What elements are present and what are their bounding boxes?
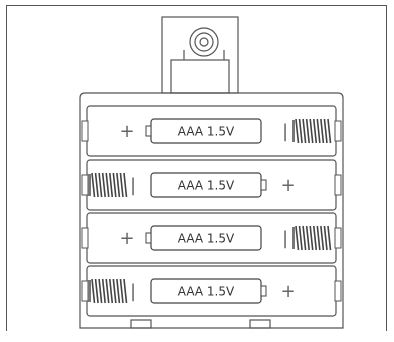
battery-slot: AAA 1.5V | +: [81, 265, 342, 317]
spring-coil: [91, 172, 128, 198]
battery-label: AAA 1.5V: [178, 232, 235, 246]
battery-label: AAA 1.5V: [178, 179, 235, 193]
slot-tab-left: [81, 174, 89, 196]
battery-slot: AAA 1.5V + |: [81, 212, 342, 264]
minus-bar: |: [282, 121, 288, 142]
spring-left: [88, 172, 128, 198]
plus-sign: +: [119, 228, 134, 249]
battery-slots: AAA 1.5V + | AAA 1.5V | + AAA 1.5V + | AAA 1.5V | +: [81, 105, 342, 317]
spring-coil: [295, 225, 332, 251]
spring-right: [292, 118, 332, 144]
battery-terminal: [260, 285, 267, 297]
slot-tab-right: [334, 120, 342, 142]
slot-tab-right: [334, 174, 342, 196]
battery-slot: AAA 1.5V + |: [81, 105, 342, 157]
spring-plate: [88, 174, 91, 196]
spring-plate: [292, 227, 295, 249]
spring-plate: [292, 120, 295, 142]
spring-left: [88, 278, 128, 304]
battery-terminal: [145, 125, 152, 137]
battery-terminal: [260, 179, 267, 191]
plus-sign: +: [119, 121, 134, 142]
slot-tab-left: [81, 120, 89, 142]
minus-bar: |: [130, 175, 136, 196]
holder-housing: [79, 92, 344, 329]
plus-sign: +: [280, 281, 295, 302]
switch-tab: [161, 16, 239, 94]
minus-bar: |: [282, 228, 288, 249]
battery-terminal: [145, 232, 152, 244]
spring-plate: [88, 280, 91, 302]
slot-tab-left: [81, 280, 89, 302]
battery-slot: AAA 1.5V | +: [81, 159, 342, 211]
slot-tab-right: [334, 227, 342, 249]
spring-right: [292, 225, 332, 251]
slot-tab-right: [334, 280, 342, 302]
battery-label: AAA 1.5V: [178, 285, 235, 299]
figure-frame: [6, 5, 387, 331]
minus-bar: |: [130, 281, 136, 302]
slot-tab-left: [81, 227, 89, 249]
spring-coil: [295, 118, 332, 144]
spring-coil: [91, 278, 128, 304]
plus-sign: +: [280, 175, 295, 196]
battery-label: AAA 1.5V: [178, 125, 235, 139]
